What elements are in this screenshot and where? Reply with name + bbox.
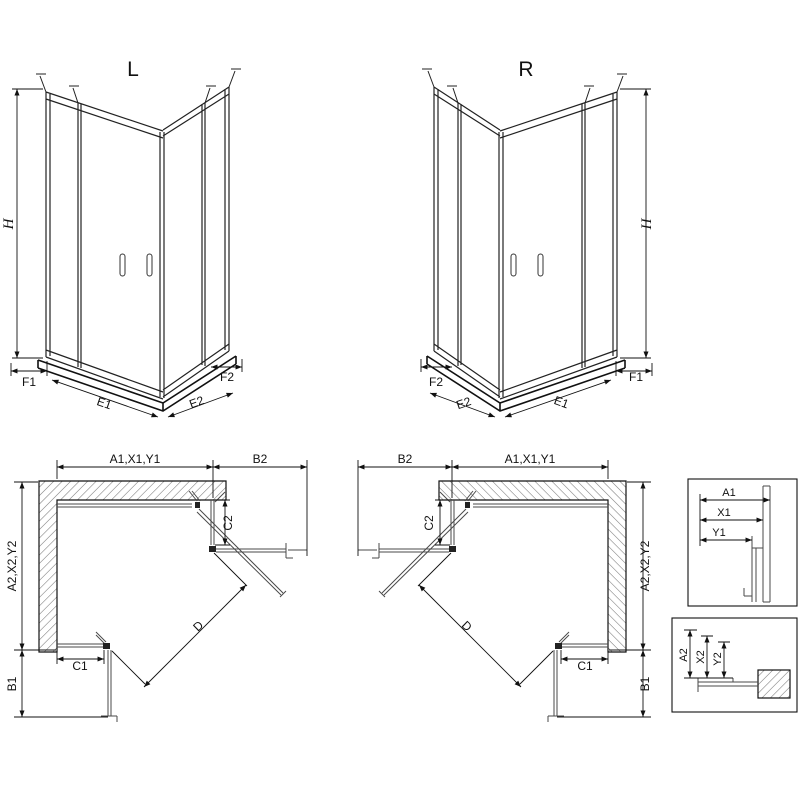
plan-view-left-art	[14, 460, 307, 722]
profile-section-art	[743, 485, 771, 603]
profile-extension-lines	[684, 629, 733, 679]
dim-label-y2-detail: Y2	[712, 652, 724, 665]
dim-label-b2-planleft: B2	[253, 452, 268, 466]
dim-label-f1-right: F1	[629, 370, 643, 384]
dim-label-x2-detail: X2	[695, 650, 707, 663]
dim-label-d-planleft: D	[190, 618, 206, 634]
dim-label-a2x2y2-planright: A2,X2,Y2	[638, 540, 652, 591]
dim-label-d-planright: D	[459, 618, 475, 634]
wall-block-hatched	[757, 669, 791, 699]
dim-label-a1x1y1-planright: A1,X1,Y1	[505, 452, 556, 466]
dim-label-h-left: H	[1, 217, 17, 230]
dim-label-f2-right: F2	[429, 375, 443, 389]
detail-box-profile-top	[687, 478, 798, 607]
dim-label-a2-detail: A2	[678, 648, 690, 661]
profile-section-art	[697, 678, 758, 692]
dim-label-f2-left: F2	[220, 370, 234, 384]
plan-view-right-art	[358, 460, 651, 722]
dim-label-e2-left: E2	[187, 393, 206, 411]
dim-label-a1x1y1-planleft: A1,X1,Y1	[110, 452, 161, 466]
dim-label-h-right: H	[639, 217, 655, 230]
detail-box-border	[671, 617, 798, 713]
view-title-left: L	[127, 58, 139, 81]
dim-label-y1-detail: Y1	[712, 527, 725, 539]
dim-label-e1-right: E1	[552, 393, 571, 411]
iso-view-right-art	[421, 69, 652, 417]
dim-label-c2-planright: C2	[422, 515, 436, 531]
dim-label-c1-planright: C1	[577, 659, 593, 673]
dim-label-c2-planleft: C2	[221, 515, 235, 531]
iso-view-left-art	[11, 69, 242, 417]
dim-label-e1-left: E1	[95, 394, 114, 412]
dim-label-a1-detail: A1	[722, 487, 735, 499]
view-title-right: R	[518, 58, 533, 81]
dim-label-f1-left: F1	[22, 375, 36, 389]
detail-box-border	[687, 478, 798, 607]
dim-label-e2-right: E2	[454, 394, 473, 412]
dim-label-b2-planright: B2	[398, 452, 413, 466]
dim-label-b1-planleft: B1	[5, 676, 19, 691]
detail-box-profile-bottom	[671, 617, 798, 713]
dim-label-b1-planright: B1	[638, 676, 652, 691]
dim-label-x1-detail: X1	[717, 507, 730, 519]
dim-label-c1-planleft: C1	[72, 659, 88, 673]
dim-label-a2x2y2-planleft: A2,X2,Y2	[5, 540, 19, 591]
